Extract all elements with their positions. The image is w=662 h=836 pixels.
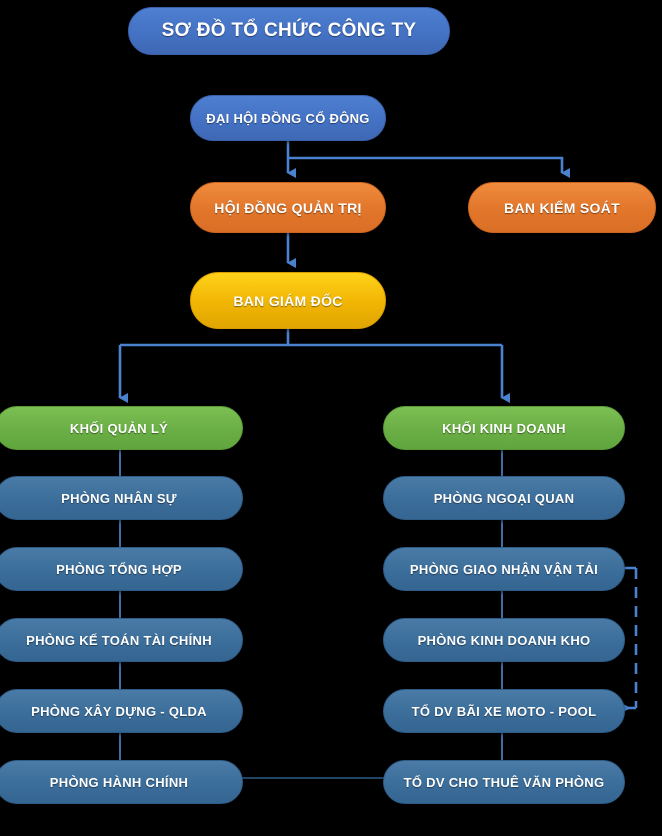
wire-shareholders-to-bks xyxy=(288,156,570,178)
node-dai-hoi-dong-co-dong[interactable]: ĐẠI HỘI ĐỒNG CỔ ĐÔNG xyxy=(190,95,386,141)
node-phong-ke-toan-tai-chinh[interactable]: PHÒNG KẾ TOÁN TÀI CHÍNH xyxy=(0,618,243,662)
node-phong-kinh-doanh-kho[interactable]: PHÒNG KINH DOANH KHO xyxy=(383,618,625,662)
node-to-dv-bai-xe-moto-pool[interactable]: TỔ DV BÃI XE MOTO - POOL xyxy=(383,689,625,733)
node-hoi-dong-quan-tri[interactable]: HỘI ĐỒNG QUẢN TRỊ xyxy=(190,182,386,233)
node-phong-nhan-su[interactable]: PHÒNG NHÂN SỰ xyxy=(0,476,243,520)
node-phong-tong-hop[interactable]: PHÒNG TỔNG HỢP xyxy=(0,547,243,591)
node-phong-hanh-chinh[interactable]: PHÒNG HÀNH CHÍNH xyxy=(0,760,243,804)
node-phong-ngoai-quan[interactable]: PHÒNG NGOẠI QUAN xyxy=(383,476,625,520)
node-phong-xay-dung-qlda[interactable]: PHÒNG XÂY DỰNG - QLDA xyxy=(0,689,243,733)
node-ban-kiem-soat[interactable]: BAN KIỂM SOÁT xyxy=(468,182,656,233)
node-phong-giao-nhan-van-tai[interactable]: PHÒNG GIAO NHẬN VẬN TẢI xyxy=(383,547,625,591)
node-ban-giam-doc[interactable]: BAN GIÁM ĐỐC xyxy=(190,272,386,329)
node-to-dv-cho-thue-van-phong[interactable]: TỔ DV CHO THUÊ VĂN PHÒNG xyxy=(383,760,625,804)
node-khoi-quan-ly[interactable]: KHỐI QUẢN LÝ xyxy=(0,406,243,450)
chart-title: SƠ ĐỒ TỔ CHỨC CÔNG TY xyxy=(128,7,450,55)
node-khoi-kinh-doanh[interactable]: KHỐI KINH DOANH xyxy=(383,406,625,450)
